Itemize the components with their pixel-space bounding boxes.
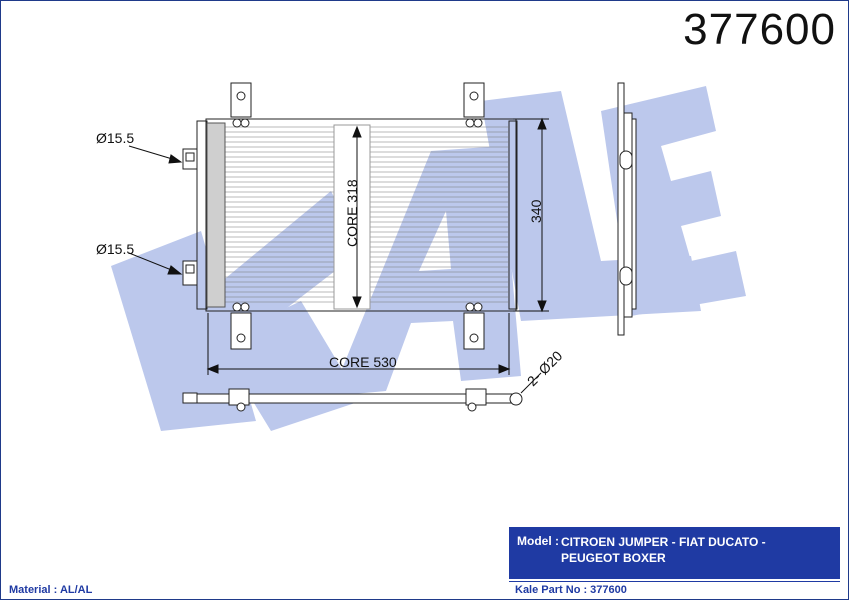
core-width-dimension xyxy=(206,313,511,375)
model-line-2: PEUGEOT BOXER xyxy=(561,551,666,565)
side-view xyxy=(617,82,637,336)
core-width-label: CORE 530 xyxy=(329,354,397,370)
bottom-view xyxy=(182,388,523,412)
model-panel: Model : CITROEN JUMPER - FIAT DUCATO - P… xyxy=(509,527,840,579)
inlet-bottom-label: Ø15.5 xyxy=(96,241,134,257)
top-bracket-right xyxy=(463,82,485,128)
mount-holes-leader xyxy=(520,372,542,394)
model-label: Model : xyxy=(517,534,559,548)
overall-height-label: 340 xyxy=(528,199,544,223)
bottom-bracket-left xyxy=(230,302,252,350)
model-line-1: CITROEN JUMPER - FIAT DUCATO - xyxy=(561,535,766,549)
model-value: CITROEN JUMPER - FIAT DUCATO - PEUGEOT B… xyxy=(561,534,766,566)
material-label: Material : AL/AL xyxy=(9,584,93,596)
fins xyxy=(225,126,509,303)
inlet-top-label: Ø15.5 xyxy=(96,130,134,146)
inlet-leaders xyxy=(128,145,183,275)
kale-part-label: Kale Part No : 377600 xyxy=(515,584,627,596)
bottom-bracket-right xyxy=(463,302,485,350)
overall-height-dimension xyxy=(513,117,549,313)
mount-holes-label: 2- Ø20 xyxy=(524,347,566,389)
info-strip: Material : AL/AL Kale Part No : 377600 xyxy=(1,581,848,599)
core-height-label: CORE 318 xyxy=(344,179,360,247)
top-bracket-left xyxy=(230,82,252,128)
core-height-dimension xyxy=(333,124,371,310)
inlet-fittings xyxy=(182,148,198,286)
part-number: 377600 xyxy=(683,5,836,54)
strip-divider xyxy=(509,581,840,582)
condenser-core xyxy=(196,118,518,312)
